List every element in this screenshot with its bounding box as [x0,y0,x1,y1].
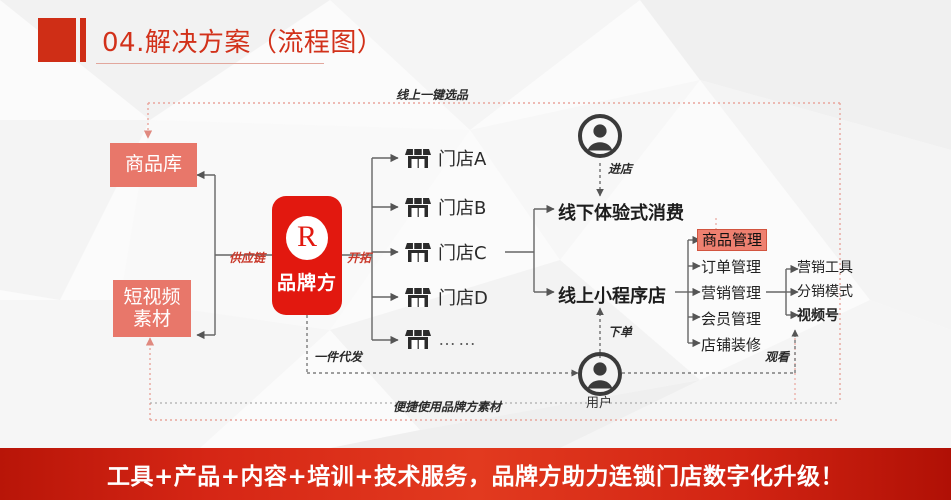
store-label: 门店C [438,243,487,264]
list-item-store-d[interactable]: 门店D [405,284,488,310]
store-label: 门店B [438,198,487,219]
storefront-icon [405,149,431,168]
annotation-watch: 观看 [765,350,790,364]
list-item-store-more[interactable]: …… [405,327,478,351]
header-accent-block [38,18,76,62]
bottom-banner-text: 工具+产品+内容+培训+技术服务，品牌方助力连锁门店数字化升级！ [106,464,845,490]
annotation-supply-chain: 供应链 [229,251,266,265]
store-label: …… [438,328,478,349]
node-brand-owner[interactable]: R 品牌方 [272,196,342,315]
node-offline-experience[interactable]: 线下体验式消费 [558,203,684,224]
menu-item-order-management[interactable]: 订单管理 [701,258,762,276]
storefront-icon [405,288,431,307]
annotation-place-order: 下单 [608,325,633,339]
annotation-enter-store: 进店 [608,162,633,176]
page-title: 04.解决方案（流程图） [102,27,384,58]
node-product-library[interactable]: 商品库 [110,143,197,187]
person-icon [578,114,622,158]
submenu-item-distribution-model[interactable]: 分销模式 [797,284,853,300]
menu-item-member-management[interactable]: 会员管理 [701,310,762,328]
node-product-library-label: 商品库 [124,153,182,176]
storefront-icon [405,243,431,262]
list-item-store-b[interactable]: 门店B [405,194,486,220]
actor-user [578,352,622,396]
submenu-item-marketing-tools[interactable]: 营销工具 [797,260,853,276]
node-short-video-label-2: 素材 [132,307,171,330]
annotation-dropshipping: 一件代发 [314,350,363,364]
bottom-banner: 工具+产品+内容+培训+技术服务，品牌方助力连锁门店数字化升级！ [0,448,951,500]
store-label: 门店A [438,149,487,170]
annotation-online-one-click-selection: 线上一键选品 [396,88,469,102]
list-item-store-c[interactable]: 门店C [405,239,487,265]
menu-item-product-management[interactable]: 商品管理 [697,229,768,251]
node-brand-owner-label: 品牌方 [276,272,337,294]
annotation-expansion: 开拓 [347,251,372,265]
registered-trademark-icon: R [286,216,328,260]
list-item-store-a[interactable]: 门店A [405,145,486,171]
header-underline [96,63,324,64]
storefront-icon [405,330,431,349]
menu-marketing-subfunctions: 营销工具 分销模式 视频号 [797,260,853,325]
node-short-video-material[interactable]: 短视频 素材 [113,280,191,337]
actor-consumer [578,114,622,158]
slide-header: 04.解决方案（流程图） [38,18,383,62]
menu-item-marketing-management[interactable]: 营销管理 [701,284,762,302]
menu-item-store-decoration[interactable]: 店铺装修 [701,336,762,354]
node-online-miniprogram-store[interactable]: 线上小程序店 [558,286,666,307]
storefront-icon [405,198,431,217]
node-short-video-label-1: 短视频 [123,286,181,309]
store-label: 门店D [438,288,488,309]
annotation-easy-brand-material: 便捷使用品牌方素材 [393,400,502,414]
header-accent-bar [80,18,86,62]
submenu-item-video-account[interactable]: 视频号 [797,308,839,324]
menu-store-functions: 商品管理 订单管理 营销管理 会员管理 店铺装修 [697,229,768,355]
person-icon [578,352,622,396]
actor-user-caption: 用户 [586,396,613,411]
